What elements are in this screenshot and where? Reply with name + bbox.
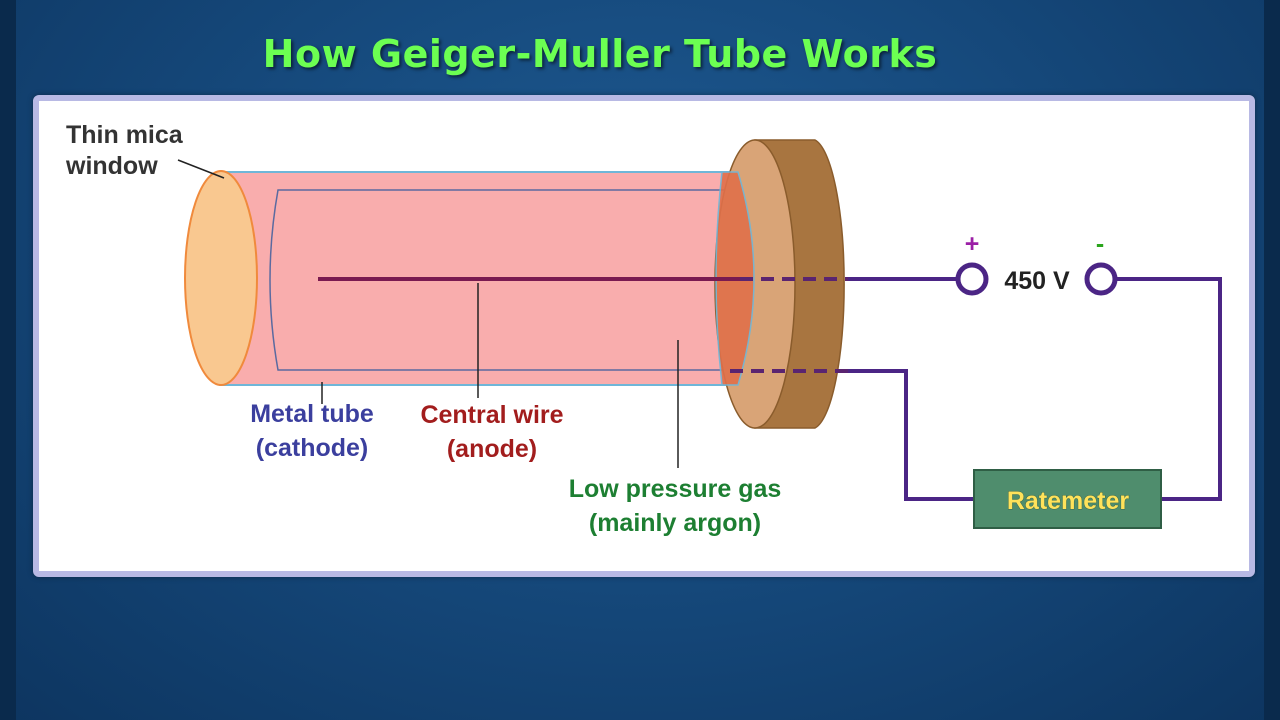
central-wire-label-line2: (anode) — [447, 435, 537, 463]
metal-tube-label-line2: (cathode) — [256, 434, 369, 462]
window-leader-line — [177, 159, 225, 179]
ratemeter-label: Ratemeter — [1007, 487, 1130, 515]
mica-window — [184, 170, 258, 386]
gas-label-line2: (mainly argon) — [589, 509, 761, 537]
ratemeter-box — [973, 469, 1162, 529]
letterbox-right — [1264, 0, 1280, 720]
metal-tube-label-line1: Metal tube — [250, 400, 374, 428]
negative-terminal — [1084, 262, 1118, 296]
window-label-line2: window — [65, 152, 158, 180]
window-label-line1: Thin mica — [66, 121, 184, 149]
negative-circuit-wire — [1116, 277, 1222, 501]
letterbox-left — [0, 0, 16, 720]
positive-sign: + — [965, 230, 980, 258]
page-title: How Geiger-Muller Tube Works — [262, 32, 938, 76]
central-wire-label-line1: Central wire — [420, 401, 563, 429]
voltage-label: 450 V — [1004, 267, 1070, 295]
negative-sign: - — [1096, 230, 1104, 258]
cathode-inner-wall — [269, 189, 740, 371]
cathode-circuit-wire — [848, 369, 974, 501]
positive-terminal — [955, 262, 989, 296]
gas-label-line1: Low pressure gas — [569, 475, 782, 503]
